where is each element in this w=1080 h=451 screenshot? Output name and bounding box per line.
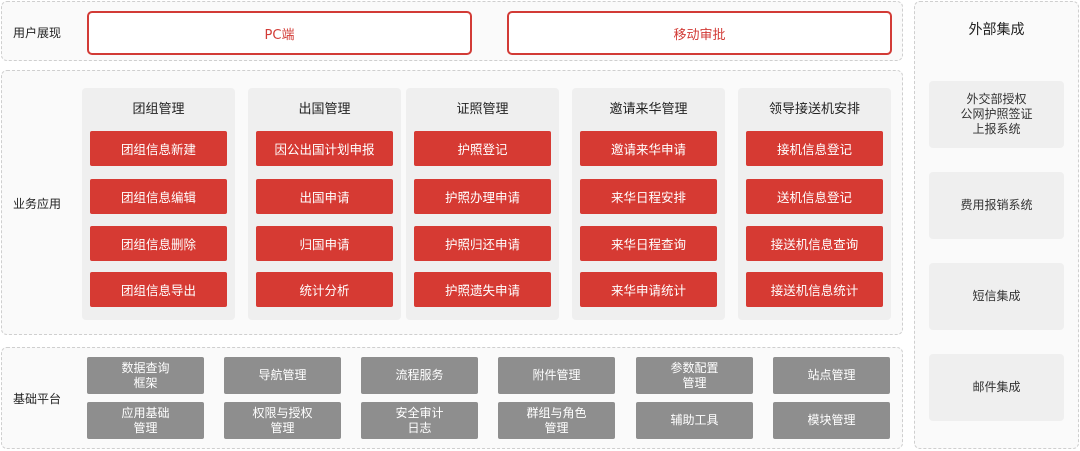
function-button-invite-4[interactable]: 来华申请统计 xyxy=(580,272,717,307)
function-button-abroad-1[interactable]: 因公出国计划申报 xyxy=(256,131,393,166)
column-title-airport: 领导接送机安排 xyxy=(768,102,860,117)
column-airport: 领导接送机安排接机信息登记送机信息登记接送机信息查询接送机信息统计 xyxy=(738,88,891,320)
function-button-invite-3[interactable]: 来华日程查询 xyxy=(580,226,717,261)
external-section: 外部集成 外交部授权 公网护照签证 上报系统 费用报销系统 短信集成 邮件集成 xyxy=(914,1,1079,449)
function-button-airport-2[interactable]: 送机信息登记 xyxy=(746,179,883,214)
column-abroad: 出国管理因公出国计划申报出国申请归国申请统计分析 xyxy=(248,88,401,320)
external-item-expense-system[interactable]: 费用报销系统 xyxy=(929,172,1064,239)
function-button-abroad-4[interactable]: 统计分析 xyxy=(256,272,393,307)
column-title-abroad: 出国管理 xyxy=(298,102,351,117)
user-layer-label: 用户展现 xyxy=(13,26,62,40)
function-button-airport-4[interactable]: 接送机信息统计 xyxy=(746,272,883,307)
column-title-team: 团组管理 xyxy=(132,102,185,117)
function-button-airport-1[interactable]: 接机信息登记 xyxy=(746,131,883,166)
function-button-abroad-3[interactable]: 归国申请 xyxy=(256,226,393,261)
function-button-airport-3[interactable]: 接送机信息查询 xyxy=(746,226,883,261)
business-layer-label: 业务应用 xyxy=(13,197,62,211)
pc-entry-button[interactable]: PC端 xyxy=(87,11,472,55)
platform-layer-label: 基础平台 xyxy=(13,392,62,406)
external-title: 外部集成 xyxy=(968,22,1025,38)
function-button-certificate-3[interactable]: 护照归还申请 xyxy=(414,226,551,261)
platform-module-1-2[interactable]: 导航管理 xyxy=(224,357,341,394)
mobile-approval-button[interactable]: 移动审批 xyxy=(507,11,892,55)
platform-module-2-1[interactable]: 应用基础 管理 xyxy=(87,402,204,439)
function-button-certificate-1[interactable]: 护照登记 xyxy=(414,131,551,166)
platform-module-1-6[interactable]: 站点管理 xyxy=(773,357,890,394)
column-title-certificate: 证照管理 xyxy=(456,102,509,117)
function-button-abroad-2[interactable]: 出国申请 xyxy=(256,179,393,214)
function-button-team-2[interactable]: 团组信息编辑 xyxy=(90,179,227,214)
function-button-team-1[interactable]: 团组信息新建 xyxy=(90,131,227,166)
platform-module-1-3[interactable]: 流程服务 xyxy=(361,357,478,394)
column-title-invite: 邀请来华管理 xyxy=(609,102,688,117)
external-item-sms[interactable]: 短信集成 xyxy=(929,263,1064,330)
column-invite: 邀请来华管理邀请来华申请来华日程安排来华日程查询来华申请统计 xyxy=(572,88,725,320)
column-team: 团组管理团组信息新建团组信息编辑团组信息删除团组信息导出 xyxy=(82,88,235,320)
platform-module-1-1[interactable]: 数据查询 框架 xyxy=(87,357,204,394)
function-button-invite-2[interactable]: 来华日程安排 xyxy=(580,179,717,214)
platform-module-2-3[interactable]: 安全审计 日志 xyxy=(361,402,478,439)
function-button-team-4[interactable]: 团组信息导出 xyxy=(90,272,227,307)
function-button-invite-1[interactable]: 邀请来华申请 xyxy=(580,131,717,166)
function-button-team-3[interactable]: 团组信息删除 xyxy=(90,226,227,261)
platform-module-2-2[interactable]: 权限与授权 管理 xyxy=(224,402,341,439)
column-certificate: 证照管理护照登记护照办理申请护照归还申请护照遗失申请 xyxy=(406,88,559,320)
function-button-certificate-2[interactable]: 护照办理申请 xyxy=(414,179,551,214)
platform-module-2-5[interactable]: 辅助工具 xyxy=(636,402,753,439)
platform-module-2-4[interactable]: 群组与角色 管理 xyxy=(498,402,615,439)
user-layer-section: 用户展现 PC端 移动审批 xyxy=(1,1,903,61)
external-item-passport-system[interactable]: 外交部授权 公网护照签证 上报系统 xyxy=(929,81,1064,148)
function-button-certificate-4[interactable]: 护照遗失申请 xyxy=(414,272,551,307)
platform-module-1-4[interactable]: 附件管理 xyxy=(498,357,615,394)
platform-module-2-6[interactable]: 模块管理 xyxy=(773,402,890,439)
external-item-email[interactable]: 邮件集成 xyxy=(929,354,1064,421)
platform-module-1-5[interactable]: 参数配置 管理 xyxy=(636,357,753,394)
